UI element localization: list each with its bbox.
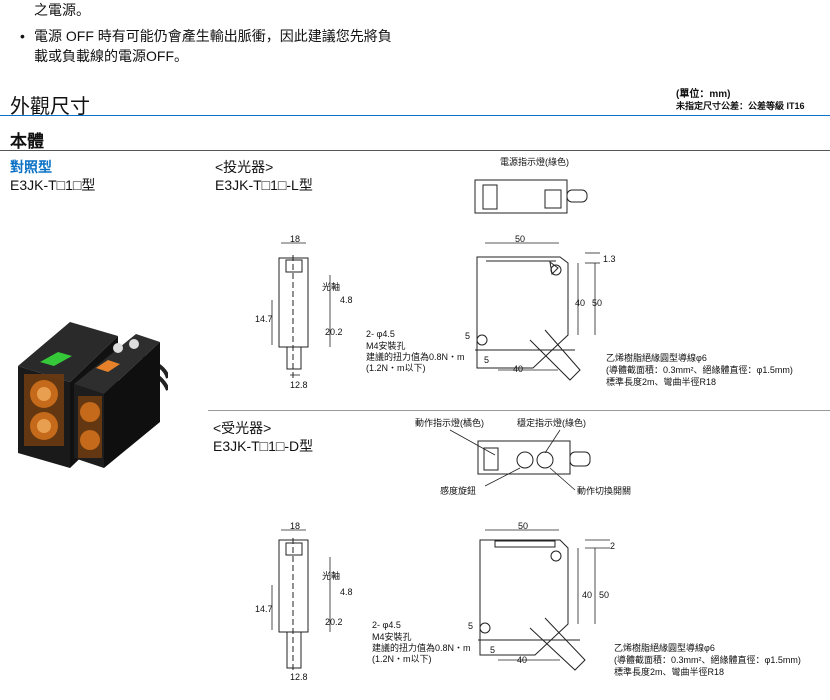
product-type-label: 對照型 (10, 159, 52, 175)
receiver-cable-1: 乙烯樹脂絕緣圓型導線φ6 (614, 642, 715, 653)
receiver-hole-1: 2- φ4.5 (372, 620, 401, 630)
emitter-drawing: 電源指示燈(綠色) 18 50 1.3 40 50 4.8 14.7 20.2 … (255, 156, 793, 390)
receiver-dim-total: 50 (518, 521, 528, 531)
receiver-dim-40: 40 (582, 590, 592, 600)
emitter-model: E3JK-T□1□-L型 (215, 177, 313, 193)
emitter-dim-50: 50 (592, 298, 602, 308)
section-title: 外觀尺寸 (10, 96, 90, 118)
receiver-stability-indicator: 穩定指示燈(綠色) (517, 417, 586, 428)
receiver-hole-4: (1.2N・m以下) (372, 654, 432, 664)
subsection-divider (0, 150, 830, 151)
emitter-heading: <投光器> (215, 159, 274, 175)
emitter-dim-5b: 5 (484, 355, 489, 365)
bullet: • (20, 28, 25, 44)
emitter-dim-4-8: 4.8 (340, 295, 353, 305)
receiver-dim-40b: 40 (517, 655, 527, 665)
emitter-dim-width: 18 (290, 234, 300, 244)
product-photo (18, 322, 168, 468)
receiver-dim-4-8: 4.8 (340, 587, 353, 597)
emitter-cable-3: 標準長度2m、彎曲半徑R18 (606, 376, 716, 387)
emitter-dim-20-2: 20.2 (325, 327, 343, 337)
emitter-hole-2: M4安裝孔 (366, 340, 406, 351)
receiver-optical-axis: 光軸 (322, 570, 340, 581)
emitter-dim-40b: 40 (513, 364, 523, 374)
receiver-model: E3JK-T□1□-D型 (213, 438, 314, 454)
product-model: E3JK-T□1□型 (10, 177, 96, 193)
receiver-dim-50: 50 (599, 590, 609, 600)
emitter-optical-axis: 光軸 (322, 281, 340, 292)
section-divider (0, 115, 830, 116)
intro-line-2: 載或負載線的電源OFF。 (34, 48, 188, 64)
receiver-cable-2: (導體截面積：0.3mm²、絕緣體直徑：φ1.5mm) (614, 654, 801, 665)
emitter-power-indicator: 電源指示燈(綠色) (500, 156, 569, 167)
emitter-cable-2: (導體截面積：0.3mm²、絕緣體直徑：φ1.5mm) (606, 364, 793, 375)
receiver-operation-indicator: 動作指示燈(橘色) (415, 417, 484, 428)
tolerance-note: 未指定尺寸公差：公差等級 IT16 (676, 101, 805, 111)
receiver-dim-width: 18 (290, 521, 300, 531)
intro-line-0: 之電源。 (34, 2, 90, 18)
emitter-hole-3: 建議的扭力值為0.8N・m (366, 351, 465, 362)
emitter-cable-1: 乙烯樹脂絕緣圓型導線φ6 (606, 352, 707, 363)
receiver-dim-5a: 5 (468, 621, 473, 631)
emitter-dim-total: 50 (515, 234, 525, 244)
intro-line-1: 電源 OFF 時有可能仍會產生輸出脈衝，因此建議您先將負 (34, 28, 392, 44)
unit-note: (單位：mm) (676, 89, 731, 100)
receiver-hole-2: M4安裝孔 (372, 631, 412, 642)
emitter-dim-1-3: 1.3 (603, 254, 616, 264)
receiver-mode-switch: 動作切換開關 (577, 485, 631, 496)
receiver-drawing: 動作指示燈(橘色) 穩定指示燈(綠色) 感度旋鈕 動作切換開關 18 50 2 … (255, 417, 801, 682)
subsection-title: 本體 (10, 132, 44, 151)
receiver-dim-2: 2 (610, 541, 615, 551)
receiver-heading: <受光器> (213, 420, 272, 436)
emitter-hole-1: 2- φ4.5 (366, 329, 395, 339)
emitter-dim-14-7: 14.7 (255, 314, 273, 324)
receiver-dim-12-8: 12.8 (290, 672, 308, 682)
receiver-hole-3: 建議的扭力值為0.8N・m (372, 642, 471, 653)
diagram-divider (208, 410, 830, 411)
receiver-dim-5b: 5 (490, 645, 495, 655)
emitter-hole-4: (1.2N・m以下) (366, 363, 426, 373)
emitter-dim-12-8: 12.8 (290, 380, 308, 390)
receiver-sensitivity-knob: 感度旋鈕 (440, 485, 476, 496)
receiver-dim-14-7: 14.7 (255, 604, 273, 614)
emitter-dim-40: 40 (575, 298, 585, 308)
receiver-cable-3: 標準長度2m、彎曲半徑R18 (614, 666, 724, 677)
emitter-dim-5a: 5 (465, 331, 470, 341)
receiver-dim-20-2: 20.2 (325, 617, 343, 627)
